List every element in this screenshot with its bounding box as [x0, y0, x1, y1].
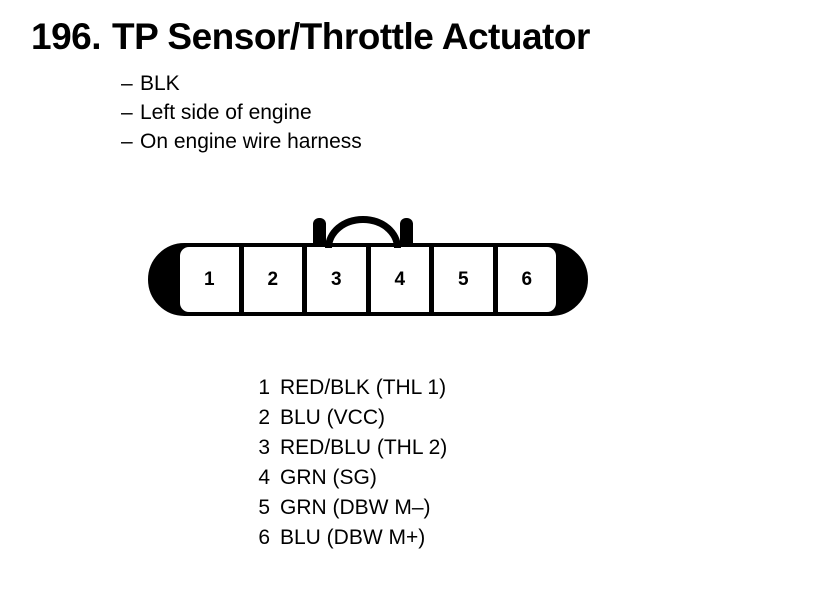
legend-row: 6 BLU (DBW M+): [250, 523, 447, 553]
page-title-text: TP Sensor/Throttle Actuator: [112, 16, 590, 57]
connector-cavity[interactable]: 1: [180, 247, 239, 312]
connector-cavity[interactable]: 3: [307, 247, 366, 312]
legend-pin-label: RED/BLK (THL 1): [280, 376, 447, 399]
legend-row: 1 RED/BLK (THL 1): [250, 373, 447, 403]
note-item: –Left side of engine: [121, 98, 362, 127]
legend-pin-number: 3: [258, 436, 270, 459]
latch-post-right: [400, 218, 413, 246]
connector-cavity[interactable]: 5: [434, 247, 493, 312]
cavity-number: 2: [267, 269, 279, 290]
note-dash-icon: –: [121, 72, 133, 95]
legend-pin-label: BLU (VCC): [280, 406, 386, 429]
legend-row: 5 GRN (DBW M–): [250, 493, 447, 523]
legend-row: 2 BLU (VCC): [250, 403, 447, 433]
latch-arch: [325, 216, 401, 248]
page-title: 196.TP Sensor/Throttle Actuator: [31, 16, 590, 57]
cavity-number: 1: [203, 269, 215, 290]
note-dash-icon: –: [121, 101, 133, 124]
legend-pin-number: 4: [258, 466, 270, 489]
legend-pin-label: GRN (DBW M–): [280, 496, 431, 519]
connector-right-inner-arc: [559, 258, 577, 301]
cavity-number: 4: [394, 269, 406, 290]
connector-cavity[interactable]: 4: [370, 247, 429, 312]
legend-pin-number: 6: [258, 526, 270, 549]
legend-pin-label: RED/BLU (THL 2): [280, 436, 448, 459]
legend-pin-number: 5: [258, 496, 270, 519]
legend-row: 4 GRN (SG): [250, 463, 447, 493]
connector-cavity-row: 1 2 3 4 5 6: [180, 247, 556, 312]
connector-left-inner-arc: [159, 258, 177, 301]
latch-post-left: [313, 218, 326, 246]
note-item: –BLK: [121, 69, 362, 98]
cavity-number: 5: [457, 269, 469, 290]
legend-pin-number: 2: [258, 406, 270, 429]
note-item-label: Left side of engine: [140, 101, 312, 124]
notes-list: –BLK –Left side of engine –On engine wir…: [121, 69, 362, 156]
cavity-number: 6: [521, 269, 533, 290]
note-item-label: On engine wire harness: [140, 130, 362, 153]
legend-pin-label: GRN (SG): [280, 466, 377, 489]
note-item: –On engine wire harness: [121, 127, 362, 156]
cavity-number: 3: [330, 269, 342, 290]
legend-row: 3 RED/BLU (THL 2): [250, 433, 447, 463]
page-title-number: 196.: [31, 16, 102, 57]
connector-cavity[interactable]: 6: [497, 247, 556, 312]
legend-pin-number: 1: [258, 376, 270, 399]
note-item-label: BLK: [140, 72, 180, 95]
connector-cavity[interactable]: 2: [243, 247, 302, 312]
legend-pin-label: BLU (DBW M+): [280, 526, 426, 549]
pin-legend: 1 RED/BLK (THL 1) 2 BLU (VCC) 3 RED/BLU …: [250, 373, 447, 553]
connector-diagram: 1 2 3 4 5 6: [148, 216, 588, 320]
note-dash-icon: –: [121, 130, 133, 153]
connector-latch-icon: [308, 216, 418, 248]
